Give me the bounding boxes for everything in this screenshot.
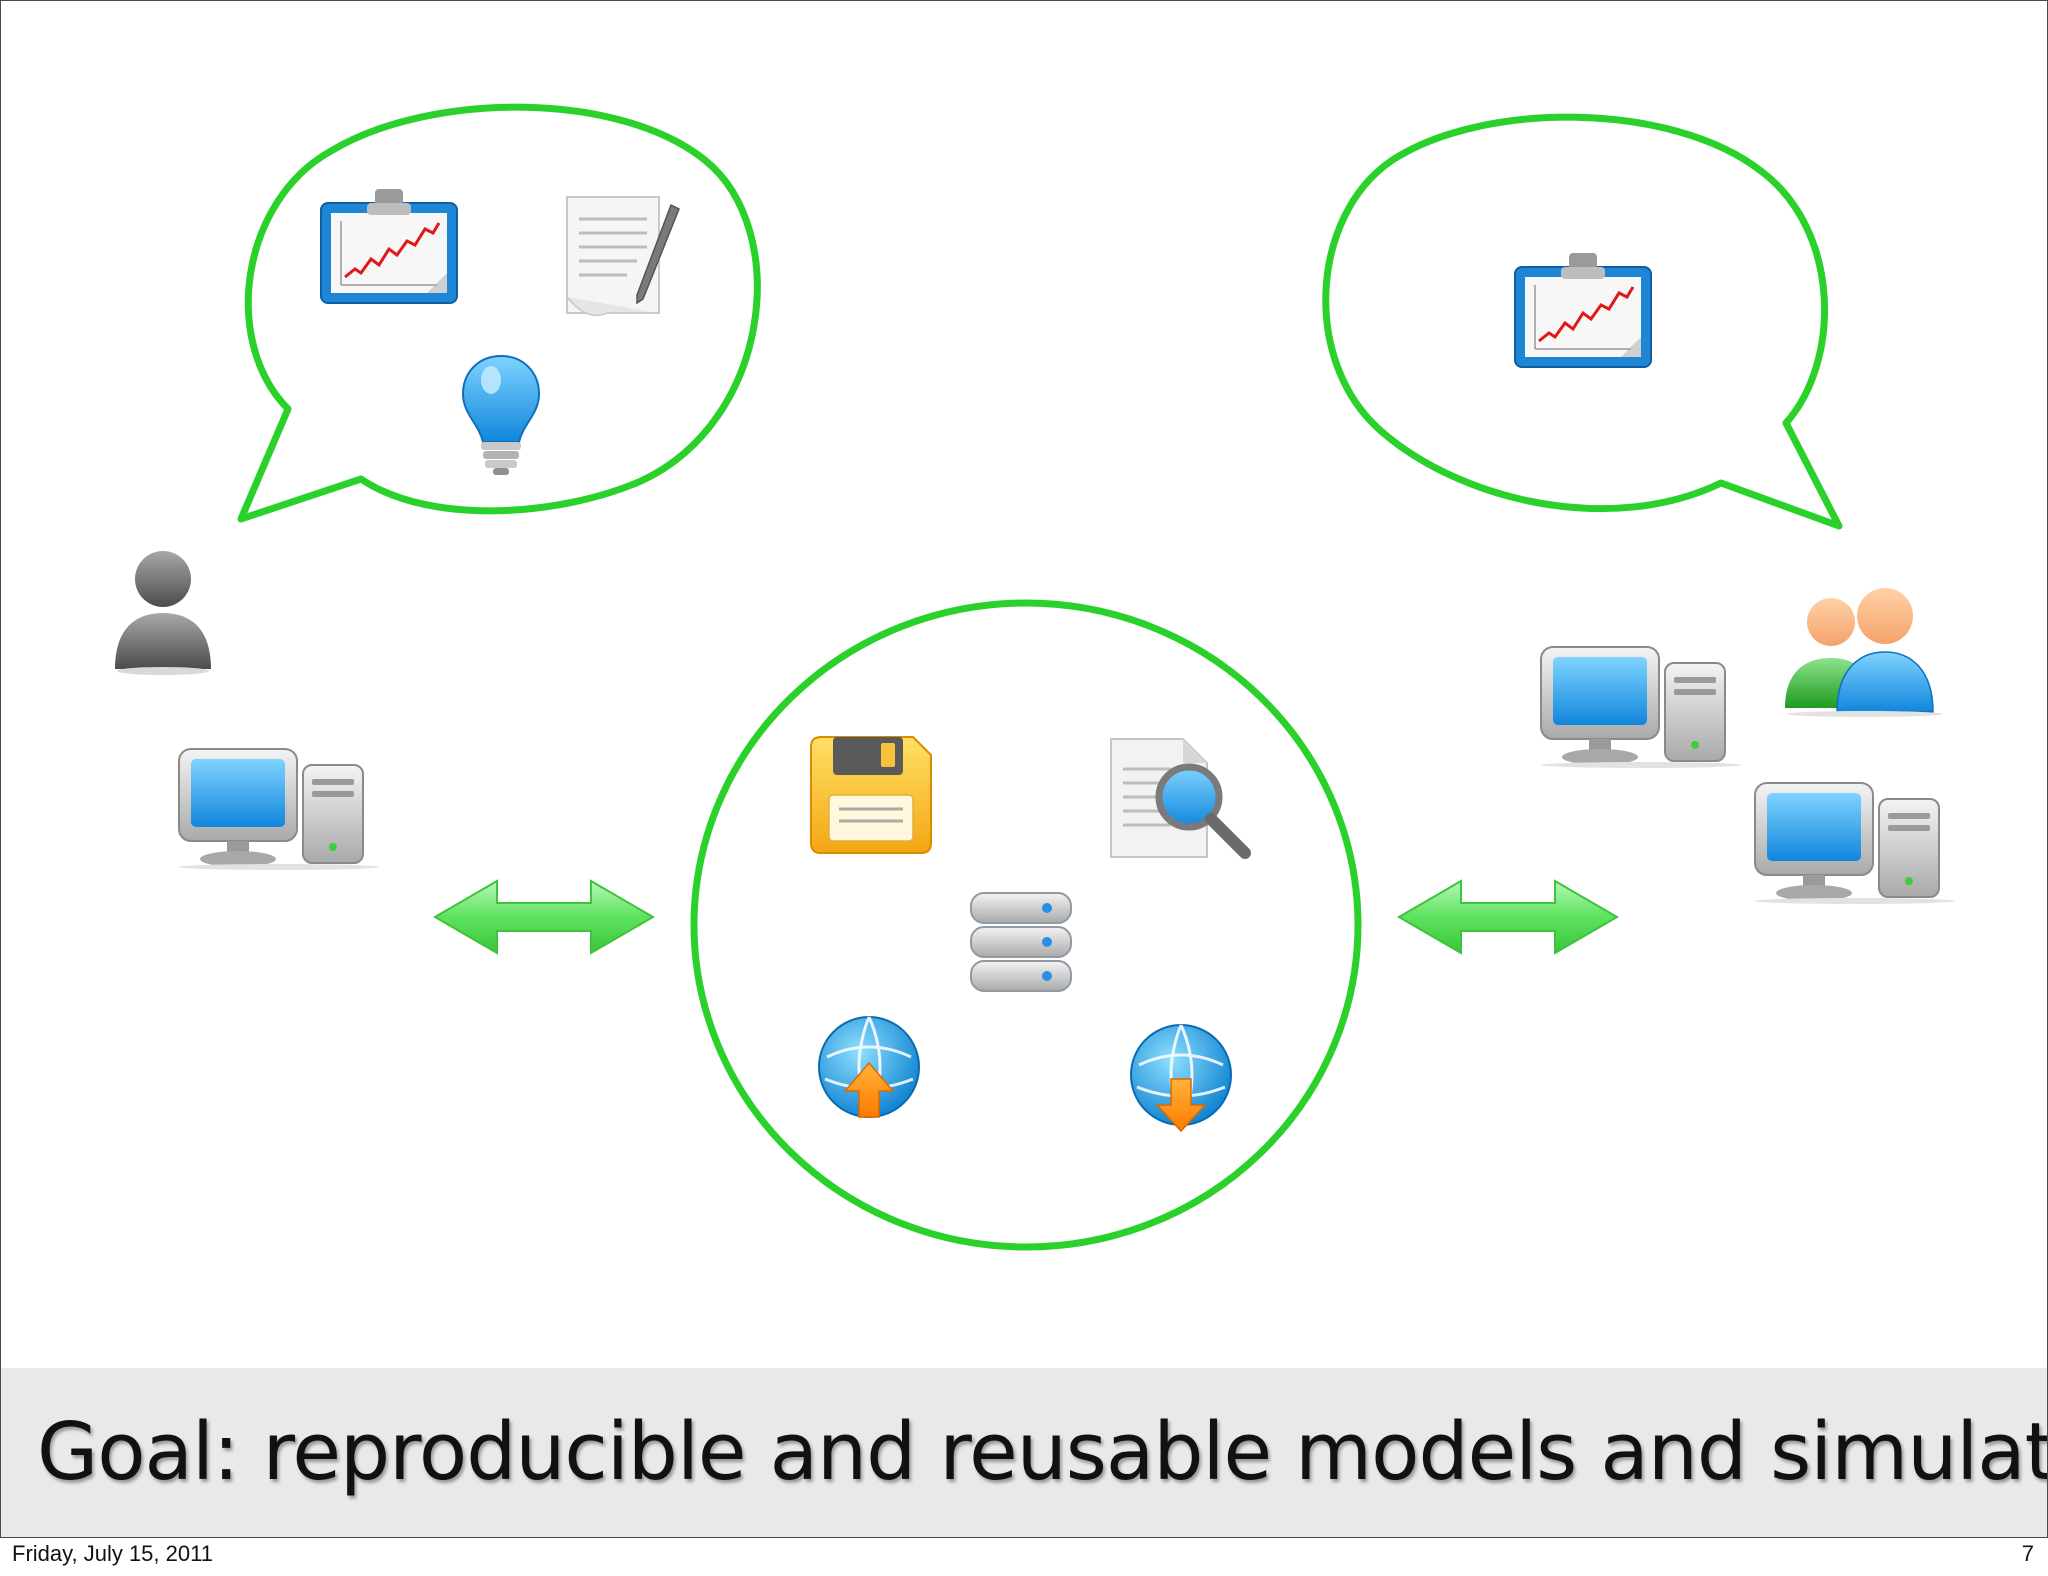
globe-download-icon [1130, 1024, 1232, 1133]
globe-upload-icon [818, 1016, 920, 1118]
chart-clipboard-icon [1513, 251, 1653, 369]
lightbulb-icon [461, 354, 541, 475]
footer-date: Friday, July 15, 2011 [12, 1541, 213, 1566]
page-number: 7 [2021, 1541, 2034, 1566]
diagram [115, 103, 1956, 1251]
floppy-disk-icon [810, 736, 932, 854]
caption-bar [1, 1368, 2047, 1537]
slide-caption: Goal: reproducible and reusable models a… [37, 1406, 2048, 1498]
double-arrow-icon [1398, 880, 1618, 954]
computer-icon [1540, 646, 1742, 769]
right-speech-bubble [1322, 113, 1843, 530]
repository-circle [690, 599, 1362, 1251]
computer-icon [1754, 782, 1956, 905]
computer-icon [178, 748, 380, 871]
chart-clipboard-icon [319, 187, 459, 305]
left-speech-bubble [237, 103, 761, 523]
search-document-icon [1110, 738, 1251, 859]
repository-circle-outline [690, 599, 1362, 1251]
double-arrow-icon [434, 880, 654, 954]
slide: Goal: reproducible and reusable models a… [0, 0, 2048, 1538]
document-pen-icon [566, 196, 680, 317]
person-icon [115, 551, 211, 675]
group-icon [1785, 588, 1943, 717]
database-icon [970, 892, 1072, 992]
